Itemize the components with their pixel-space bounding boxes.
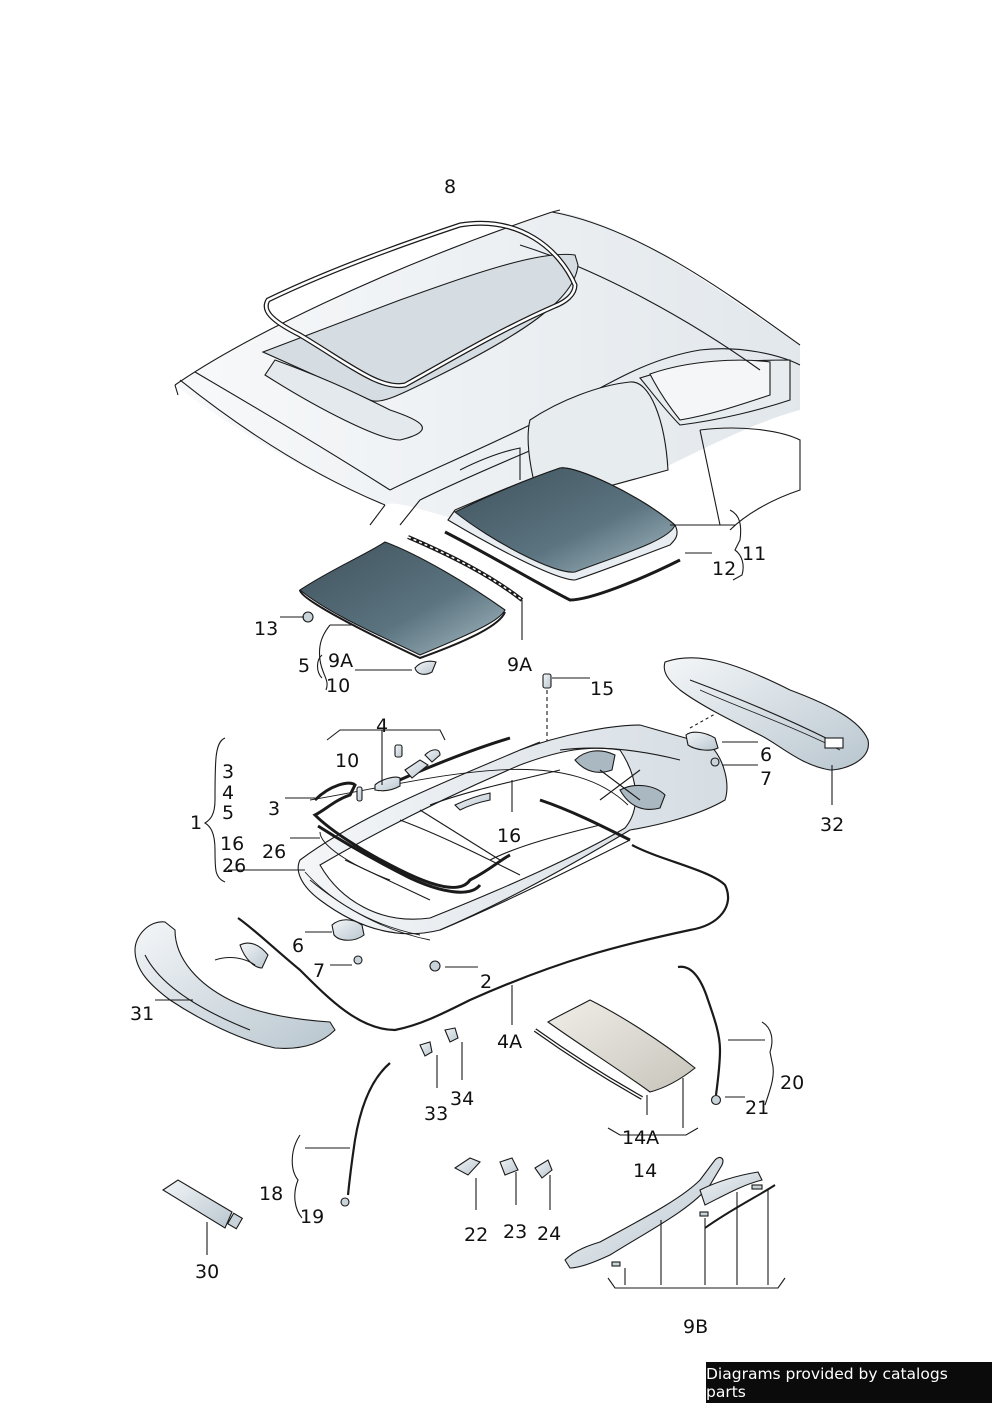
- label-9a-mid: 9A: [507, 654, 533, 676]
- part-2-bolt: [429, 960, 478, 972]
- label-12: 12: [712, 558, 737, 580]
- part-31-drain-trough: [134, 921, 336, 1049]
- label-10-top: 10: [326, 675, 351, 697]
- label-20: 20: [780, 1072, 805, 1094]
- label-23: 23: [503, 1221, 528, 1243]
- label-2: 2: [480, 971, 493, 993]
- label-31: 31: [130, 1003, 155, 1025]
- label-3: 3: [268, 798, 281, 820]
- label-4-group: 4: [222, 782, 235, 804]
- part-6-motor-left: [305, 919, 365, 966]
- label-6-right: 6: [760, 744, 773, 766]
- label-34: 34: [450, 1088, 475, 1110]
- part-14-sunshade: [533, 999, 699, 1136]
- label-15: 15: [590, 678, 615, 700]
- label-14: 14: [633, 1160, 658, 1182]
- part-33-34-clips: [419, 1027, 463, 1088]
- label-13: 13: [254, 618, 279, 640]
- part-15-bolt: [542, 673, 590, 745]
- label-26-group: 26: [222, 855, 247, 877]
- label-9a-left: 9A: [328, 650, 354, 672]
- label-5: 5: [298, 655, 311, 677]
- label-18: 18: [259, 1183, 284, 1205]
- part-20-drain-hose: [677, 965, 774, 1106]
- group-5-bracket: [316, 654, 323, 679]
- label-19: 19: [300, 1206, 325, 1228]
- label-14a: 14A: [622, 1127, 660, 1149]
- car-body: [174, 209, 801, 531]
- label-9b: 9B: [683, 1316, 709, 1338]
- label-11: 11: [742, 543, 767, 565]
- part-32-drain-trough: [663, 657, 869, 805]
- label-22: 22: [464, 1224, 489, 1246]
- part-6-motor-right: [685, 713, 758, 767]
- label-32: 32: [820, 814, 845, 836]
- label-21: 21: [745, 1097, 770, 1119]
- label-4a: 4A: [497, 1031, 523, 1053]
- part-18-drain-hose: [291, 1062, 391, 1219]
- label-6-left: 6: [292, 935, 305, 957]
- label-5-group: 5: [222, 802, 235, 824]
- label-4-top: 4: [376, 715, 389, 737]
- label-7-right: 7: [760, 768, 773, 790]
- part-8-seal: [263, 220, 578, 389]
- label-1: 1: [190, 812, 203, 834]
- part-4-hardware: [326, 729, 446, 802]
- part-22-23-24-clips: [453, 1157, 553, 1210]
- label-3-group: 3: [222, 761, 235, 783]
- label-26: 26: [262, 841, 287, 863]
- label-8: 8: [444, 176, 457, 198]
- label-24: 24: [537, 1223, 562, 1245]
- group-1-bracket: [203, 737, 226, 883]
- label-16-group: 16: [220, 833, 245, 855]
- part-5-front-glass: [280, 535, 524, 691]
- part-4a-drive-cable: [237, 844, 730, 1032]
- credit-badge: Diagrams provided by catalogs parts: [706, 1362, 992, 1403]
- label-10-mid: 10: [335, 750, 360, 772]
- label-33: 33: [424, 1103, 449, 1125]
- label-16-mid: 16: [497, 825, 522, 847]
- label-30: 30: [195, 1261, 220, 1283]
- part-1-sunroof-frame: [297, 724, 728, 941]
- part-11-rear-glass: [444, 467, 744, 602]
- part-30-grease-tube: [161, 1179, 244, 1255]
- credit-text: Diagrams provided by catalogs parts: [706, 1364, 948, 1401]
- label-7-left: 7: [313, 960, 326, 982]
- part-9b-mechanism: [564, 1156, 786, 1289]
